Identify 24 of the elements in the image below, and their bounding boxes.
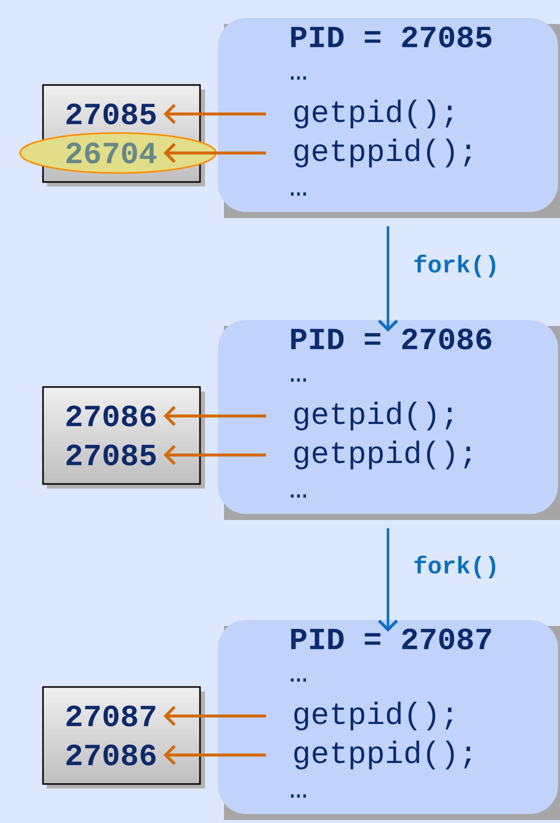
value-text: 27085 [66, 444, 156, 466]
arrow [164, 706, 266, 726]
arrow [378, 528, 398, 632]
arrow [378, 226, 398, 332]
edge-label: fork() [414, 254, 496, 278]
value-text: 27086 [66, 744, 156, 766]
value-text: 27085 [66, 104, 156, 124]
edge-label: fork() [414, 556, 496, 578]
code-line: getppid(); [294, 740, 471, 770]
code-line: getpid(); [294, 402, 452, 430]
code-line: getpid(); [294, 702, 452, 730]
arrow [164, 104, 266, 124]
arrow [164, 406, 266, 426]
value-text: 27086 [66, 406, 156, 426]
value-text: 27087 [66, 706, 156, 726]
value-box [42, 686, 201, 785]
arrow [164, 744, 266, 766]
code-line: getpid(); [294, 100, 452, 128]
code-line: getppid(); [294, 440, 471, 470]
arrow [164, 142, 266, 164]
value-text: 26704 [66, 142, 156, 164]
code-line: getppid(); [294, 138, 471, 168]
arrow [164, 444, 266, 466]
value-box [42, 386, 201, 485]
